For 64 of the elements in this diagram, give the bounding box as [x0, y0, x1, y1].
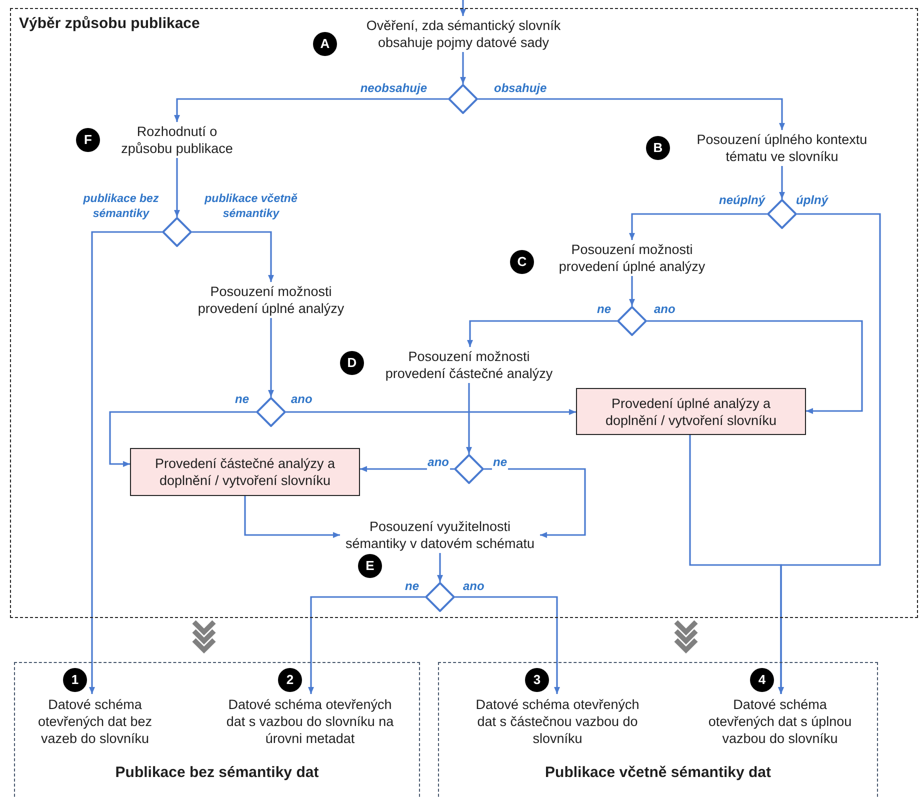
step-marker: 4 [750, 668, 774, 692]
step-text: Datové schéma otevřených dat bez vazeb do slovníku [36, 696, 154, 748]
connector-arrow [629, 276, 635, 306]
edge-label: obsahuje [493, 81, 548, 96]
step-marker: B [646, 136, 670, 160]
connector-arrow [268, 318, 274, 397]
connector-arrow [467, 320, 617, 347]
connector-arrow [460, 52, 466, 84]
section-title: Publikace bez sémantiky dat [114, 764, 320, 781]
decision-diamond [767, 199, 797, 229]
step-text: Posouzení možnosti provedení úplné analýzy [196, 283, 346, 318]
chevron-arrow [674, 620, 698, 654]
step-marker: F [76, 128, 100, 152]
section-title: Výběr způsobu publikace [19, 15, 200, 32]
section-frame [438, 662, 878, 797]
edge-label: úplný [795, 193, 829, 208]
connector-arrow [629, 213, 767, 240]
connector-arrow [779, 166, 785, 199]
step-marker: A [313, 32, 337, 56]
connector-arrow [460, 0, 466, 16]
step-text: Posouzení využitelnosti sémantiky v datovém schématu [344, 518, 536, 553]
section-frame [14, 662, 420, 797]
step-text: Rozhodnutí o způsobu publikace [120, 123, 234, 158]
step-marker: E [358, 554, 382, 578]
decision-diamond [617, 306, 647, 336]
step-marker: D [340, 351, 364, 375]
connector-arrow [647, 320, 863, 414]
connector-arrow [689, 435, 784, 694]
connector-arrow [244, 496, 340, 538]
step-marker: C [510, 250, 534, 274]
step-text: Posouzení úplného kontextu tématu ve slovníku [696, 131, 868, 166]
chevron-arrow [192, 620, 216, 654]
decision-diamond [256, 397, 286, 427]
connector-arrow [478, 98, 785, 130]
connector-arrow [174, 98, 448, 122]
step-text: Datové schéma otevřených dat s vazbou do slovníku na úrovni metadat [225, 696, 395, 748]
connector-arrow [192, 231, 274, 282]
edge-label: neobsahuje [359, 81, 428, 96]
step-text: Datové schéma otevřených dat s úplnou vazbou do slovníku [707, 696, 853, 748]
step-text: Ověření, zda sémantický slovník obsahuje pojmy datové sady [365, 17, 562, 52]
connector-arrow [308, 596, 425, 694]
process-box: Provedení úplné analýzy a doplnění / vytvoření slovníku [576, 388, 806, 435]
step-marker: 3 [525, 668, 549, 692]
step-marker: 1 [63, 668, 87, 692]
connector-arrow [360, 466, 454, 472]
connector-arrow [455, 596, 560, 694]
connector-arrow [484, 468, 586, 538]
connector-arrow [466, 383, 472, 454]
step-marker: 2 [278, 668, 302, 692]
process-box: Provedení částečné analýzy a doplnění / vytvoření slovníku [130, 448, 360, 496]
connector-arrow [174, 158, 180, 217]
connector-arrow [286, 409, 576, 415]
step-text: Posouzení možnosti provedení úplné analýzy [558, 241, 706, 276]
decision-diamond [425, 582, 455, 612]
step-text: Posouzení možnosti provedení částečné analýzy [384, 348, 554, 383]
connector-arrow [109, 411, 256, 467]
decision-diamond [454, 454, 484, 484]
decision-diamond [448, 84, 478, 114]
step-text: Datové schéma otevřených dat s částečnou vazbou do slovníku [474, 696, 640, 748]
section-title: Publikace včetně sémantiky dat [544, 764, 772, 781]
connector-arrow [89, 231, 162, 694]
edge-label: neúplný [718, 193, 766, 208]
connector-arrow [437, 553, 443, 582]
decision-diamond [162, 217, 192, 247]
